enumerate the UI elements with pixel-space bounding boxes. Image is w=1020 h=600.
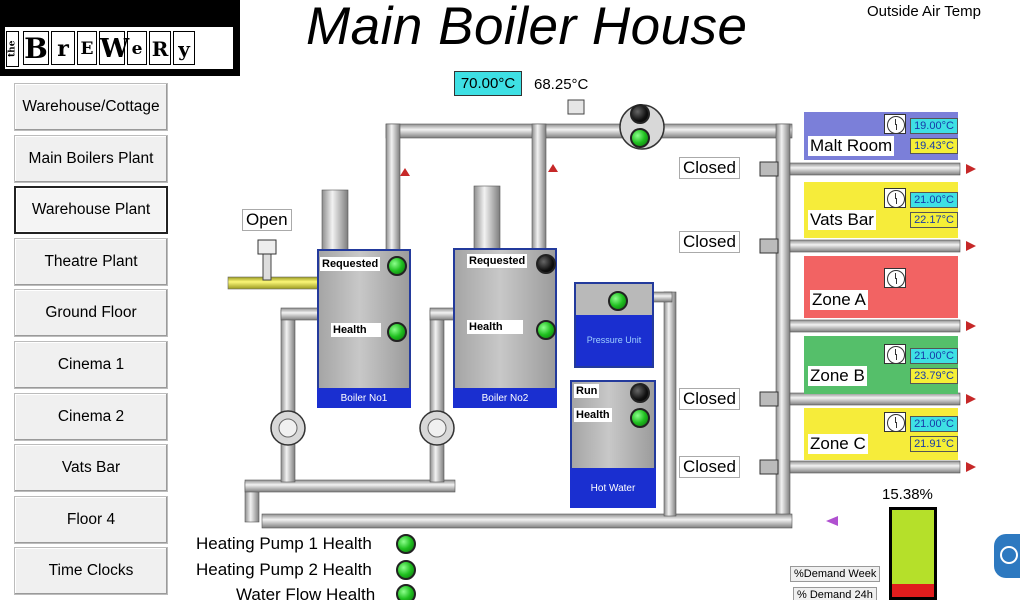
zone-name: Zone B xyxy=(808,366,867,386)
demand-week-button[interactable]: %Demand Week xyxy=(790,566,881,582)
zone-setpoint[interactable]: 21.00°C xyxy=(910,416,958,432)
pressure-unit[interactable]: Pressure Unit xyxy=(574,282,654,368)
zone-name: Zone C xyxy=(808,434,868,454)
hot-water-health-led xyxy=(630,408,650,428)
zone-name: Malt Room xyxy=(808,136,895,156)
nav-button-ground-floor[interactable]: Ground Floor xyxy=(14,289,168,338)
clock-icon[interactable] xyxy=(884,412,906,432)
heating-pump-2-health-led xyxy=(396,560,416,580)
boiler-2-requested-label: Requested xyxy=(467,254,528,268)
logo-letter: E xyxy=(77,31,97,65)
clock-icon[interactable] xyxy=(884,268,906,288)
zone-name: Vats Bar xyxy=(808,210,876,230)
nav-button-vats-bar[interactable]: Vats Bar xyxy=(14,444,168,493)
nav-button-cinema-2[interactable]: Cinema 2 xyxy=(14,392,168,441)
logo-letter: y xyxy=(173,31,195,65)
side-panel-tab[interactable] xyxy=(994,534,1020,578)
boiler-1-name: Boiler No1 xyxy=(317,388,411,408)
logo-letter: e xyxy=(127,31,147,65)
zone-valve-vats-bar: Closed xyxy=(679,231,740,253)
demand-gauge xyxy=(889,507,937,600)
logo-letter: B xyxy=(23,31,49,65)
pressure-unit-name: Pressure Unit xyxy=(586,335,642,345)
boiler-1[interactable]: Requested Health Boiler No1 xyxy=(317,249,411,408)
boiler-2-health-led xyxy=(536,320,556,340)
logo-the: the xyxy=(6,31,19,67)
hot-water-health-label: Health xyxy=(574,408,612,422)
zone-valve-zone-b: Closed xyxy=(679,388,740,410)
hot-water-cylinder[interactable]: Run Health Hot Water xyxy=(570,380,656,508)
clock-icon[interactable] xyxy=(884,344,906,364)
zone-setpoint[interactable]: 19.00°C xyxy=(910,118,958,134)
nav-button-floor-4[interactable]: Floor 4 xyxy=(14,495,168,544)
nav-button-theatre-plant[interactable]: Theatre Plant xyxy=(14,237,168,286)
demand-percent: 15.38% xyxy=(882,486,933,503)
heating-pump-1-health-led xyxy=(396,534,416,554)
zone-panel-malt-room[interactable]: Malt Room 19.00°C 19.43°C xyxy=(804,112,958,160)
demand-24h-button[interactable]: % Demand 24h xyxy=(793,587,877,600)
heating-pump-1-health-label: Heating Pump 1 Health xyxy=(196,534,372,553)
heating-pump-2-health-label: Heating Pump 2 Health xyxy=(196,560,372,579)
zone-valve-zone-c: Closed xyxy=(679,456,740,478)
zone-temperature: 22.17°C xyxy=(910,212,958,228)
zone-temperature: 19.43°C xyxy=(910,138,958,154)
top-pump-2-led xyxy=(630,128,650,148)
hot-water-name: Hot Water xyxy=(570,468,656,508)
gas-valve-state: Open xyxy=(242,209,292,231)
zone-name: Zone A xyxy=(810,290,868,310)
zone-panel-zone-a[interactable]: Zone A xyxy=(804,256,958,318)
nav-button-cinema-1[interactable]: Cinema 1 xyxy=(14,341,168,389)
boiler-2-health-label: Health xyxy=(467,320,523,334)
boiler-2-requested-led xyxy=(536,254,556,274)
nav-button-warehouse-cottage[interactable]: Warehouse/Cottage xyxy=(14,83,168,131)
zone-panel-zone-b[interactable]: Zone B 21.00°C 23.79°C xyxy=(804,336,958,394)
water-flow-health-label: Water Flow Health xyxy=(236,585,376,600)
logo-letter: W xyxy=(99,31,129,65)
top-pump-1-led xyxy=(630,104,650,124)
logo-letter: r xyxy=(51,31,75,65)
pressure-unit-led xyxy=(608,291,628,311)
zone-temperature: 21.91°C xyxy=(910,436,958,452)
nav-button-time-clocks[interactable]: Time Clocks xyxy=(14,547,168,596)
hot-water-run-led xyxy=(630,383,650,403)
flow-setpoint[interactable]: 70.00°C xyxy=(454,71,522,96)
page-title: Main Boiler House xyxy=(306,0,748,56)
hot-water-run-label: Run xyxy=(574,384,600,398)
boiler-1-health-led xyxy=(387,322,407,342)
nav-button-warehouse-plant[interactable]: Warehouse Plant xyxy=(14,186,168,235)
logo-letter: R xyxy=(149,31,171,65)
boiler-2[interactable]: Requested Health Boiler No2 xyxy=(453,248,557,408)
boiler-1-requested-led xyxy=(387,256,407,276)
demand-gauge-fill xyxy=(892,583,934,597)
flow-temperature: 68.25°C xyxy=(534,76,589,93)
zone-setpoint[interactable]: 21.00°C xyxy=(910,348,958,364)
zone-temperature: 23.79°C xyxy=(910,368,958,384)
nav-button-main-boilers-plant[interactable]: Main Boilers Plant xyxy=(14,134,168,183)
clock-icon[interactable] xyxy=(884,188,906,208)
clock-icon[interactable] xyxy=(884,114,906,134)
zone-valve-malt-room: Closed xyxy=(679,157,740,179)
boiler-1-requested-label: Requested xyxy=(320,257,381,271)
zone-panel-zone-c[interactable]: Zone C 21.00°C 21.91°C xyxy=(804,408,958,460)
zone-setpoint[interactable]: 21.00°C xyxy=(910,192,958,208)
water-flow-health-led xyxy=(396,584,416,600)
boiler-2-name: Boiler No2 xyxy=(453,388,557,408)
boiler-1-health-label: Health xyxy=(331,323,381,337)
zone-panel-vats-bar[interactable]: Vats Bar 21.00°C 22.17°C xyxy=(804,182,958,238)
outside-air-temp-label: Outside Air Temp xyxy=(867,3,981,20)
